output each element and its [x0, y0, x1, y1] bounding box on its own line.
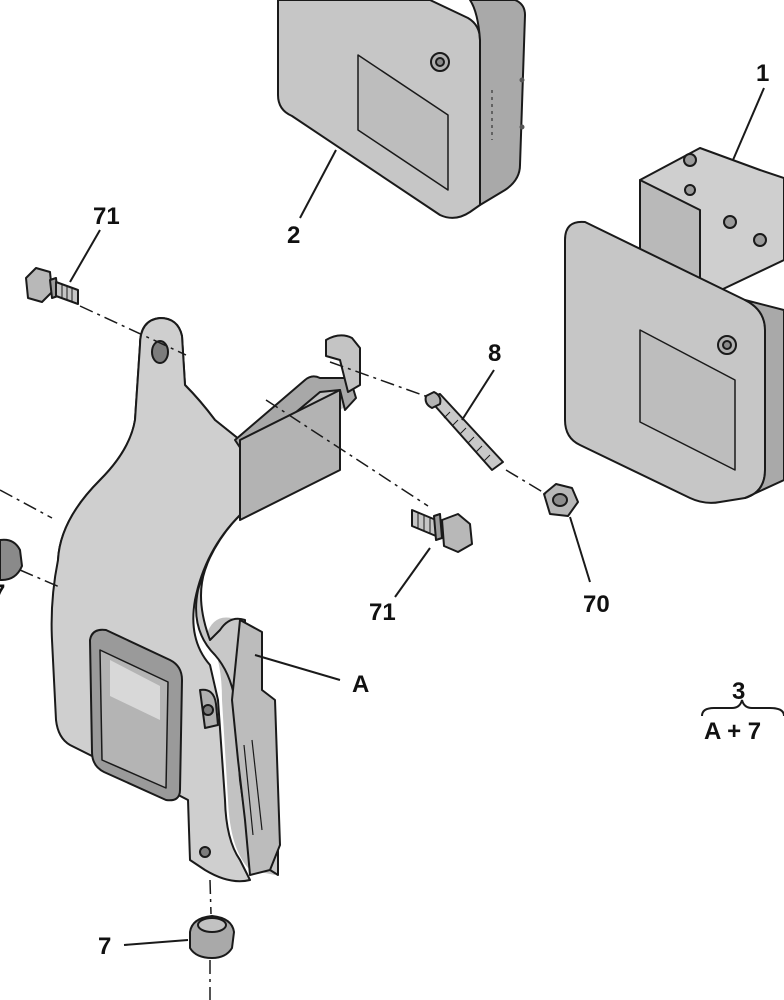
group-formula: A + 7 [704, 718, 762, 745]
callout-70: 70 [583, 591, 610, 618]
leader-lines [69, 87, 765, 946]
callout-7: 7 [98, 933, 112, 960]
part-a-bracket [50, 317, 361, 883]
part-7-rubber-mount-left [0, 538, 23, 581]
group-brace [701, 699, 784, 717]
part-8-stud [424, 391, 504, 471]
part-2-ecu-module [277, 0, 526, 219]
callout-1: 1 [756, 60, 770, 87]
part-7-rubber-mount [189, 915, 235, 959]
part-71-bolt-middle [411, 509, 473, 553]
alignment-lines [0, 305, 547, 1000]
part-1-abs-unit [564, 147, 784, 504]
callout-8: 8 [488, 340, 502, 367]
part-71-bolt-top [25, 267, 79, 305]
callout-2: 2 [287, 222, 301, 249]
callout-a: A [352, 671, 370, 698]
group-number: 3 [732, 678, 746, 705]
callout-71-middle: 71 [369, 599, 396, 626]
callout-71-top: 71 [93, 203, 120, 230]
part-70-nut [543, 483, 579, 517]
callout-7-left-partial: 7 [0, 582, 5, 606]
